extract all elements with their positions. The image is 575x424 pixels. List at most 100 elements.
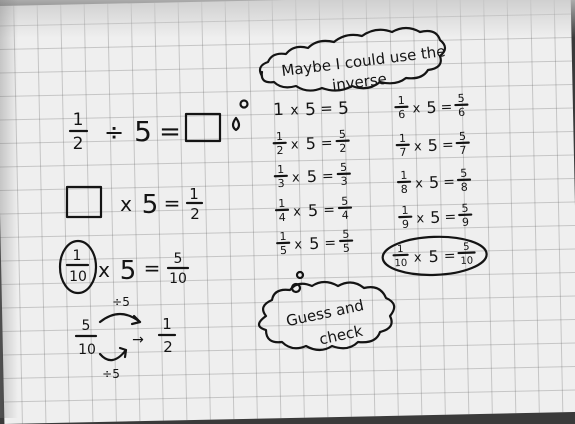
col1-row5-num: 1	[279, 230, 286, 243]
col2-row4-op: x	[416, 211, 425, 226]
col2-row4-n: 5	[430, 208, 441, 227]
col2-row4-rden: 9	[462, 216, 469, 229]
col1-row5-op: x	[294, 237, 303, 252]
eq2-answer-box	[67, 187, 101, 217]
col2-row5-eq: =	[444, 248, 456, 264]
col2-row2-eq: =	[442, 137, 454, 153]
col1-row3-op: x	[292, 170, 301, 185]
inverse-note-line2: inverse	[331, 70, 388, 95]
guess-bubble-dot-small	[297, 272, 303, 278]
col1-row2-op: x	[291, 137, 300, 152]
col1-row3-rden: 3	[340, 175, 347, 188]
col2-row2-rnum: 5	[459, 130, 466, 143]
col1-row3-eq: =	[322, 168, 334, 184]
col2-row5-num: 1	[397, 244, 404, 255]
col2-row3-eq: =	[443, 174, 455, 190]
col2-row5-rbar	[459, 252, 475, 253]
col2-row3-rden: 8	[461, 181, 468, 194]
eq1-operator: ÷	[104, 118, 124, 146]
simplify-denominator: 10	[78, 342, 96, 358]
col1-row2-rnum: 5	[339, 128, 346, 141]
col2-row3-op: x	[415, 176, 424, 191]
eq3-result-numerator: 5	[174, 251, 183, 267]
thought-bubble-guess: Guess and check	[259, 272, 394, 350]
col2-row2-op: x	[414, 139, 423, 154]
small-zero-mark	[233, 118, 239, 130]
col1-row5-den: 5	[280, 244, 287, 257]
eq2-denominator: 2	[190, 205, 200, 223]
col1-row2-eq: =	[321, 135, 333, 151]
col2-row1-n: 5	[426, 98, 437, 117]
col2-row3-n: 5	[429, 173, 440, 192]
col1-row2-rden: 2	[339, 142, 346, 155]
col1-row1-whole: 1	[273, 100, 285, 120]
eq3-numerator: 1	[73, 248, 82, 264]
simplify-numerator: 5	[82, 318, 91, 334]
col2-row1-rden: 6	[458, 106, 465, 119]
col1-row4-rden: 4	[342, 209, 349, 222]
eq3-operator: x	[98, 258, 110, 282]
simplify-arrow: →	[132, 332, 144, 348]
eq3-result-denominator: 10	[169, 271, 187, 287]
col2-row3-rnum: 5	[460, 167, 467, 180]
col1-row3-den: 3	[277, 177, 284, 190]
col1-row5-rden: 5	[343, 242, 350, 255]
simplify-bottom-op: ÷5	[102, 367, 120, 381]
col2-row5-n: 5	[428, 247, 439, 266]
col1-row4-eq: =	[323, 202, 335, 218]
col1-row1-n: 5	[305, 100, 317, 120]
eq1-number: 5	[134, 115, 152, 148]
col2-row2-den: 7	[399, 146, 406, 159]
col2-row5-rden: 10	[460, 256, 473, 267]
simplify-work: ÷5 5 10 → 1 2 ÷5	[76, 295, 175, 381]
col1-row1-result: 5	[338, 99, 350, 119]
col1-row3-rnum: 5	[340, 161, 347, 174]
col2-row5-op: x	[414, 250, 423, 265]
col2-row2-num: 1	[399, 132, 406, 145]
col2-row4-den: 9	[402, 218, 409, 231]
equation-divide: 1 2 ÷ 5 =	[70, 101, 248, 155]
guess-column-2: 1 6 x 5 = 5 6 1 7 x 5 = 5 7 1 8 x 5 = 5 …	[377, 91, 487, 277]
col2-row3-den: 8	[401, 183, 408, 196]
col1-row2-num: 1	[276, 130, 283, 143]
eq3-denominator: 10	[69, 269, 87, 285]
col1-row1-eq: =	[320, 99, 333, 117]
col1-row4-rnum: 5	[341, 195, 348, 208]
col2-row3-num: 1	[400, 169, 407, 182]
equation-solution: 1 10 x 5 = 5 10	[60, 241, 188, 293]
col1-row4-den: 4	[279, 211, 286, 224]
col1-row5-n: 5	[309, 234, 320, 253]
col2-row1-op: x	[412, 101, 421, 116]
col1-row5-rnum: 5	[342, 228, 349, 241]
col2-row4-eq: =	[444, 209, 456, 225]
col1-row4-n: 5	[308, 201, 319, 220]
col1-row3-n: 5	[306, 167, 317, 186]
col1-row3-num: 1	[277, 163, 284, 176]
eq3-equals: =	[144, 256, 161, 280]
col2-row4-rnum: 5	[461, 202, 468, 215]
col1-row1-op: x	[290, 102, 299, 118]
simplify-result-numerator: 1	[162, 315, 172, 333]
col2-row2-rden: 7	[459, 144, 466, 157]
eq1-answer-box	[186, 114, 220, 141]
col1-row4-num: 1	[278, 197, 285, 210]
col1-row2-n: 5	[305, 134, 316, 153]
col2-row1-num: 1	[397, 94, 404, 107]
col1-row2-den: 2	[276, 144, 283, 157]
guess-note-line2: check	[318, 322, 365, 349]
col1-row4-op: x	[293, 204, 302, 219]
simplify-bottom-arrow	[100, 350, 126, 360]
eq1-equals: =	[159, 117, 181, 147]
eq1-numerator: 1	[73, 110, 84, 130]
col1-row5-eq: =	[324, 235, 336, 251]
equation-multiply: x 5 = 1 2	[67, 185, 202, 223]
eq2-operator: x	[120, 192, 132, 216]
col2-row1-den: 6	[398, 108, 405, 121]
guess-column-1: 1 x 5 = 5 1 2 x 5 = 5 2 1 3 x 5 = 5 3 1 …	[272, 98, 354, 258]
col2-row1-rnum: 5	[457, 92, 464, 105]
eq2-numerator: 1	[189, 185, 199, 203]
eq2-number: 5	[142, 190, 159, 220]
eq1-denominator: 2	[73, 134, 84, 154]
col2-row5-rnum: 5	[463, 242, 470, 253]
